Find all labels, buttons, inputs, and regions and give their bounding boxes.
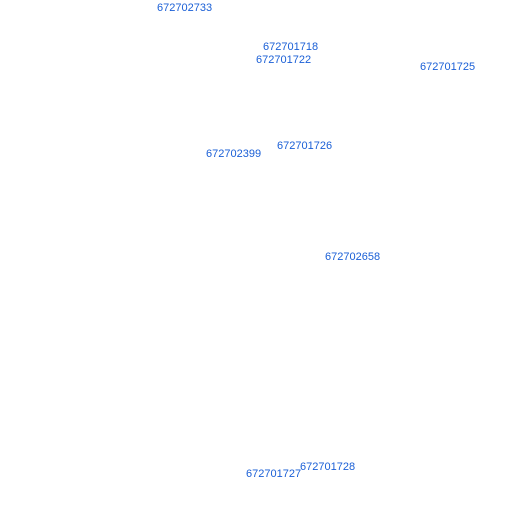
parcel-label[interactable]: 672701718 — [263, 41, 319, 53]
parcel-label[interactable]: 672702658 — [325, 251, 381, 263]
parcel-label[interactable]: 672702733 — [157, 2, 213, 14]
parcel-label[interactable]: 672701726 — [277, 140, 333, 152]
parcel-label[interactable]: 672701722 — [256, 54, 312, 66]
parcel-label[interactable]: 672701728 — [300, 461, 356, 473]
parcel-label[interactable]: 672701725 — [420, 61, 476, 73]
parcel-label[interactable]: 672702399 — [206, 148, 262, 160]
parcel-label[interactable]: 672701727 — [246, 468, 302, 480]
